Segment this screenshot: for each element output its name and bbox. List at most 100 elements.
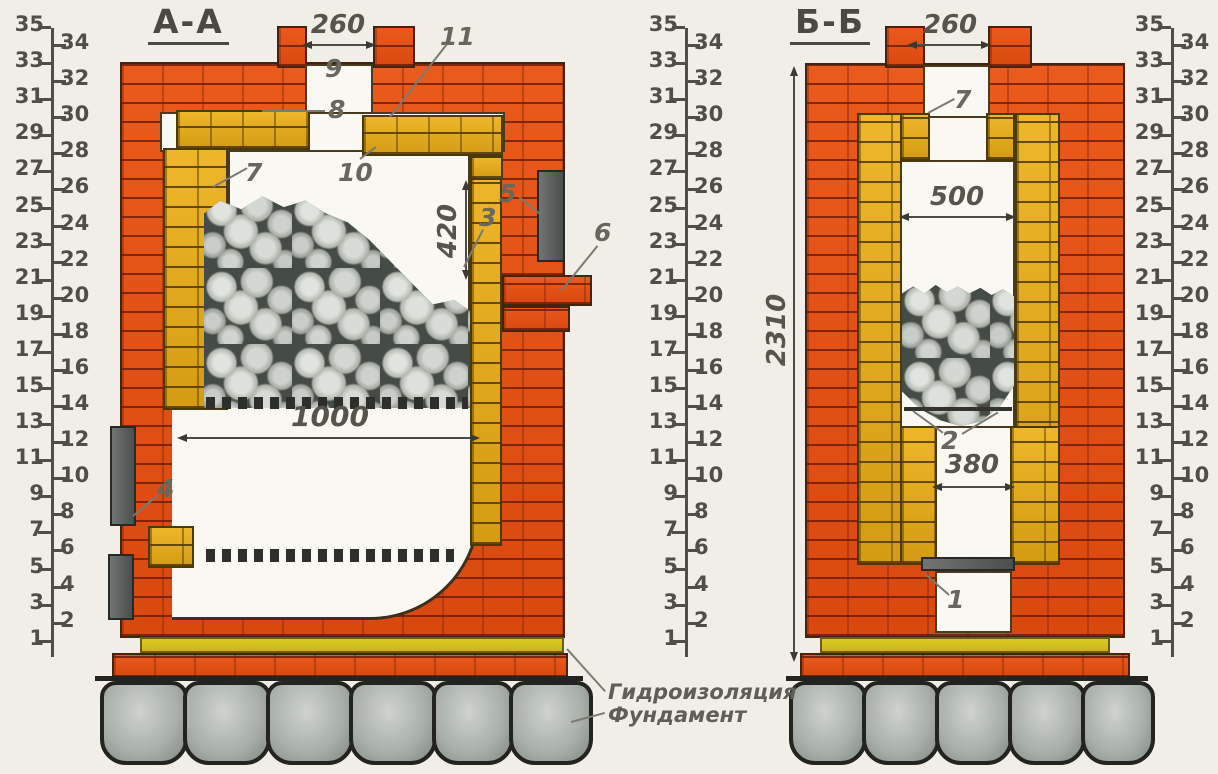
ruler-tick <box>687 621 700 625</box>
stove-a-hearth-brick <box>148 526 194 568</box>
course-number: 17 <box>1134 336 1164 361</box>
course-number: 23 <box>14 228 44 253</box>
ruler-tick <box>672 98 685 102</box>
ruler-tick <box>38 98 51 102</box>
stove-a-grate-lower <box>206 549 454 562</box>
ruler-tick <box>38 206 51 210</box>
course-number: 22 <box>694 246 724 271</box>
foundation-stone <box>266 681 354 765</box>
ruler-tick <box>672 495 685 499</box>
course-number: 7 <box>1149 517 1164 542</box>
ruler-tick <box>672 423 685 427</box>
ruler-tick <box>687 585 700 589</box>
course-number: 7 <box>663 517 678 542</box>
ruler-tick <box>38 423 51 427</box>
ruler-tick <box>1173 585 1186 589</box>
foundation-stone <box>509 681 593 765</box>
ruler-line <box>51 28 54 657</box>
ruler-tick <box>1158 278 1171 282</box>
course-number: 17 <box>14 336 44 361</box>
course-number: 13 <box>648 409 678 434</box>
ruler-tick <box>687 188 700 192</box>
ruler-tick <box>38 278 51 282</box>
ruler-tick <box>672 567 685 571</box>
course-number: 19 <box>14 300 44 325</box>
ruler-tick <box>1158 567 1171 571</box>
ruler-tick <box>672 170 685 174</box>
course-number: 24 <box>694 210 724 235</box>
course-number: 8 <box>60 499 75 524</box>
ruler-tick <box>1158 639 1171 643</box>
ruler-tick <box>1158 26 1171 29</box>
ruler-tick <box>38 242 51 246</box>
ruler-tick <box>1173 368 1186 372</box>
course-number: 14 <box>1180 391 1210 416</box>
part-label-10: 10 <box>338 158 373 187</box>
course-number: 25 <box>14 192 44 217</box>
foundation-stone <box>935 681 1013 765</box>
dim-hearth-line <box>180 437 477 439</box>
ruler-tick <box>38 350 51 354</box>
ruler-tick <box>1173 405 1186 409</box>
ruler-line <box>1171 28 1174 657</box>
dim-grate-width: 380 <box>944 450 1000 480</box>
dim-hearth-width: 1000 <box>291 400 369 433</box>
ruler-tick <box>672 242 685 246</box>
foundation-label: Фундамент <box>608 703 747 727</box>
ruler-tick <box>1173 332 1186 336</box>
stove-a-shelf-step <box>470 156 503 180</box>
foundation-stone <box>862 681 940 765</box>
part-label-4: 4 <box>157 474 175 503</box>
ruler-tick <box>687 332 700 336</box>
course-number: 32 <box>60 66 90 91</box>
ruler-tick <box>38 134 51 138</box>
stove-a-door-lower-left <box>108 554 134 620</box>
stove-b-lintel <box>921 557 1015 571</box>
ruler-tick <box>1173 441 1186 445</box>
ruler-tick <box>38 170 51 174</box>
course-number: 35 <box>1134 12 1164 36</box>
stove-b-lining-left-step <box>900 113 930 161</box>
course-number: 5 <box>663 553 678 578</box>
ruler-tick <box>672 26 685 29</box>
ruler-tick <box>672 531 685 535</box>
stove-b-door-opening <box>935 571 1012 633</box>
course-number: 26 <box>60 174 90 199</box>
part-label-5: 5 <box>499 179 517 208</box>
dim-flue-height: 420 <box>433 203 463 259</box>
ruler-tick <box>38 639 51 643</box>
course-number: 27 <box>648 156 678 181</box>
ruler-tick <box>1173 80 1186 84</box>
ruler-tick <box>1158 134 1171 138</box>
course-number: 26 <box>1180 174 1210 199</box>
course-number: 30 <box>694 102 724 127</box>
foundation-stone <box>183 681 271 765</box>
course-number: 18 <box>694 318 724 343</box>
course-number: 26 <box>694 174 724 199</box>
ruler-tick <box>687 116 700 120</box>
stove-b-base-course <box>800 653 1130 679</box>
course-number: 9 <box>29 481 44 506</box>
course-number: 24 <box>60 210 90 235</box>
ruler-tick <box>53 585 66 589</box>
ruler-tick <box>38 62 51 66</box>
course-number: 31 <box>1134 84 1164 109</box>
course-number: 14 <box>60 391 90 416</box>
arrowhead <box>470 434 480 442</box>
course-number: 13 <box>1134 409 1164 434</box>
foundation-stone <box>100 681 188 765</box>
course-number: 33 <box>14 48 44 73</box>
course-number: 12 <box>694 427 724 452</box>
ruler-tick <box>1158 459 1171 463</box>
ruler-tick <box>1158 170 1171 174</box>
ruler-tick <box>53 549 66 553</box>
course-number: 28 <box>694 138 724 163</box>
course-number: 10 <box>1180 463 1210 488</box>
course-number: 34 <box>1180 30 1210 55</box>
course-number: 1 <box>29 625 44 650</box>
course-number: 28 <box>60 138 90 163</box>
arrowhead <box>932 483 942 491</box>
ruler-tick <box>1173 296 1186 300</box>
course-number: 19 <box>648 300 678 325</box>
